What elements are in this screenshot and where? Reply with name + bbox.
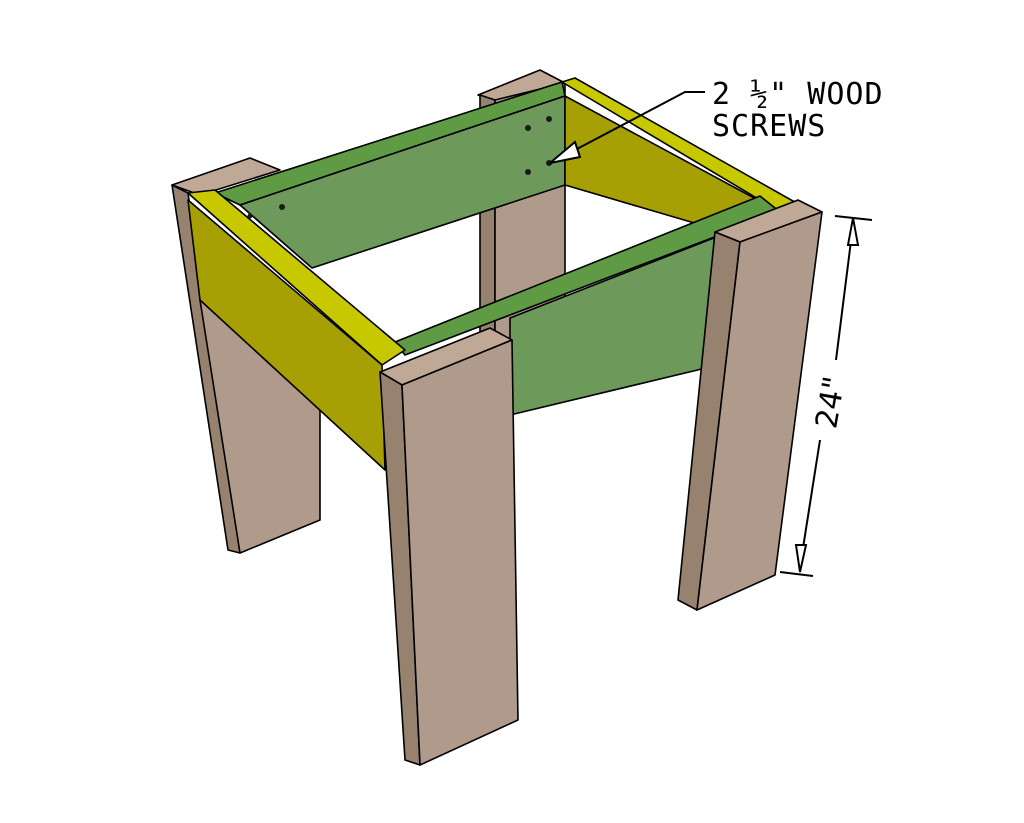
- front-left-leg: [379, 327, 519, 766]
- front-right-leg: [677, 199, 823, 611]
- back-left-leg: [171, 157, 321, 554]
- height-dimension-line: [779, 215, 873, 577]
- left-short-apron: [187, 189, 406, 471]
- screws-label-line2: SCREWS: [712, 109, 827, 144]
- screw-leader-arrow: [549, 91, 705, 164]
- screws-label-line1: 2 ½" WOOD: [712, 77, 884, 112]
